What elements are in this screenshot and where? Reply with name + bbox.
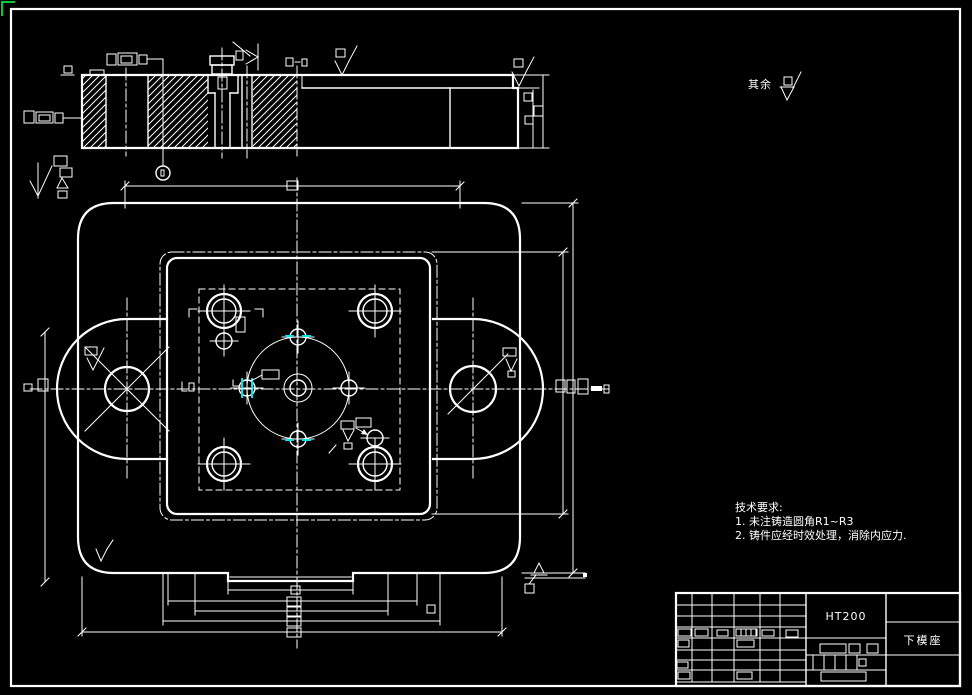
- dimension-label-boxes: [23, 52, 308, 124]
- plate-outline: [76, 201, 522, 583]
- part-name-cell: [885, 621, 961, 656]
- roughness-mark-icon: [232, 41, 535, 88]
- surface-note-label: 其余: [748, 78, 772, 91]
- tech-req-item-1: 1. 未注铸造圆角R1~R3: [735, 515, 854, 528]
- part-name: 下模座: [903, 634, 943, 647]
- tolerance-callout: [328, 417, 372, 454]
- dimensions: [23, 180, 610, 638]
- section-height-dimensions: [512, 74, 550, 149]
- drawing-border: [1, 1, 962, 688]
- screw: [207, 55, 239, 149]
- item-balloon: [155, 58, 171, 181]
- title-block: [674, 591, 962, 688]
- datum-symbol-cluster: [29, 155, 73, 199]
- center-boss: [165, 256, 432, 516]
- tech-req-item-2: 2. 铸件应经时效处理，消除内应力.: [735, 529, 907, 542]
- revision-table: [675, 592, 807, 683]
- corner-roughness-icon: [95, 539, 114, 563]
- selection-grip-icon: [1, 1, 15, 16]
- bolt-circle-holes: [230, 320, 366, 456]
- datum-a-flag: [524, 562, 587, 594]
- corner-counterbores: [197, 284, 402, 491]
- material-cell: [805, 637, 887, 682]
- auxiliary-holes: [209, 332, 390, 447]
- center-hole: [283, 373, 313, 403]
- tech-req-title: 技术要求:: [735, 501, 783, 514]
- surface-finish-symbol-icon: [779, 71, 802, 102]
- section-view: [23, 41, 550, 199]
- material-spec: HT200: [825, 610, 867, 623]
- technical-requirements: 技术要求: 1. 未注铸造圆角R1~R3 2. 铸件应经时效处理，消除内应力.: [735, 501, 907, 543]
- detail-brackets: [181, 308, 280, 392]
